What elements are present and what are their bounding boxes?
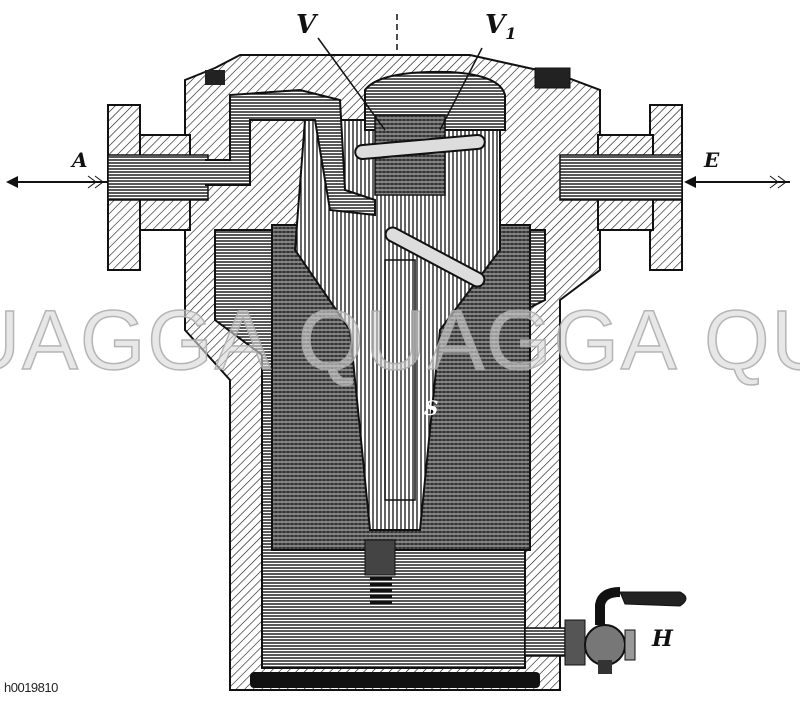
float-rod [384,259,416,501]
valve-assembly [354,114,486,501]
spring [370,576,392,604]
label-drain-cock: H [652,626,673,652]
inlet-pipe [559,154,683,201]
label-valve-v1: V1 [485,10,516,43]
leader-v1 [439,47,483,131]
label-valve-v: V [296,10,317,40]
label-inlet: E [704,148,720,172]
drain-cock [524,587,687,674]
float-lever [384,226,486,288]
inlet-arrow-icon [684,175,790,189]
valve-lever [354,133,486,161]
leader-v [317,37,386,131]
label-outlet: A [72,148,88,172]
image-id: h0019810 [4,680,58,695]
outlet-channel [205,88,376,217]
drain-handle [619,591,687,607]
outlet-pipe [107,154,209,201]
label-float: S [424,396,439,420]
label-valve-v1-subscript: 1 [505,24,517,44]
outlet-arrow-icon [6,175,108,189]
label-valve-v1-letter: V [485,10,506,40]
top-plug [534,67,571,89]
watermark: QUAGGA QUAGGA QUAGGA [0,292,800,388]
